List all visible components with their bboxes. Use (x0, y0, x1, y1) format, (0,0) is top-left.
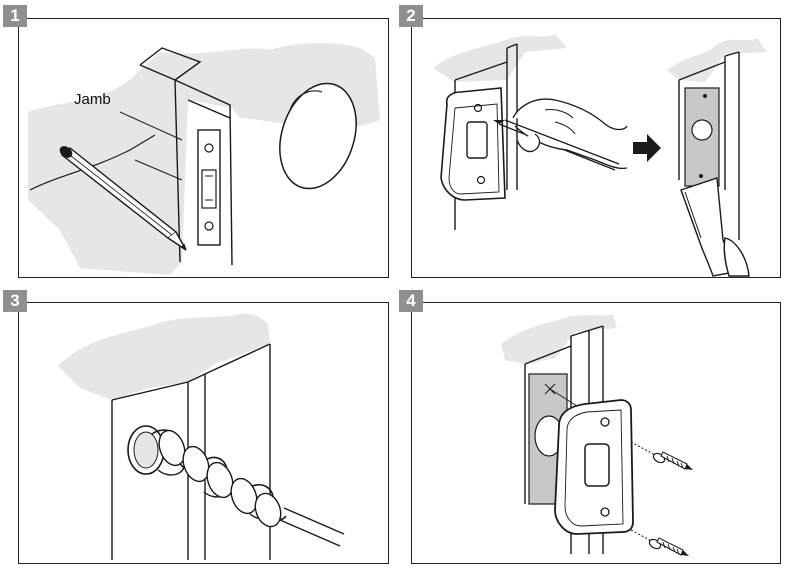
wall-surface (501, 314, 617, 364)
arrow-right-icon (633, 134, 661, 162)
pencil-icon (59, 146, 187, 251)
step-3-panel: 3 (0, 284, 395, 568)
step-4-illustration (501, 314, 693, 556)
step-1-illustration: Jamb (28, 43, 380, 275)
step-4-badge: 4 (399, 290, 423, 312)
jamb-label: Jamb (74, 91, 111, 108)
wall-surface (58, 313, 270, 400)
hand-with-pencil (493, 98, 628, 171)
step-3-illustration (58, 313, 345, 560)
step-2-panel: 2 (395, 0, 789, 280)
door-jamb (139, 64, 233, 266)
step-4-panel: 4 (395, 284, 789, 568)
jamb-right (678, 51, 740, 240)
step-3-badge: 3 (3, 290, 27, 312)
wall-surface (28, 43, 380, 275)
bore-hole (279, 82, 357, 190)
step-1-badge: 1 (3, 5, 27, 27)
step-2-illustration (433, 34, 767, 277)
chisel-icon (680, 177, 750, 277)
step-1-panel: 1 Jamb (0, 0, 395, 280)
drill-bit-icon (127, 425, 345, 547)
screw-icon-lower (630, 529, 689, 556)
wall-surface-left (433, 34, 567, 82)
wall-surface-right (667, 38, 767, 82)
screw-icon-upper (630, 441, 693, 470)
step-2-badge: 2 (399, 5, 423, 27)
